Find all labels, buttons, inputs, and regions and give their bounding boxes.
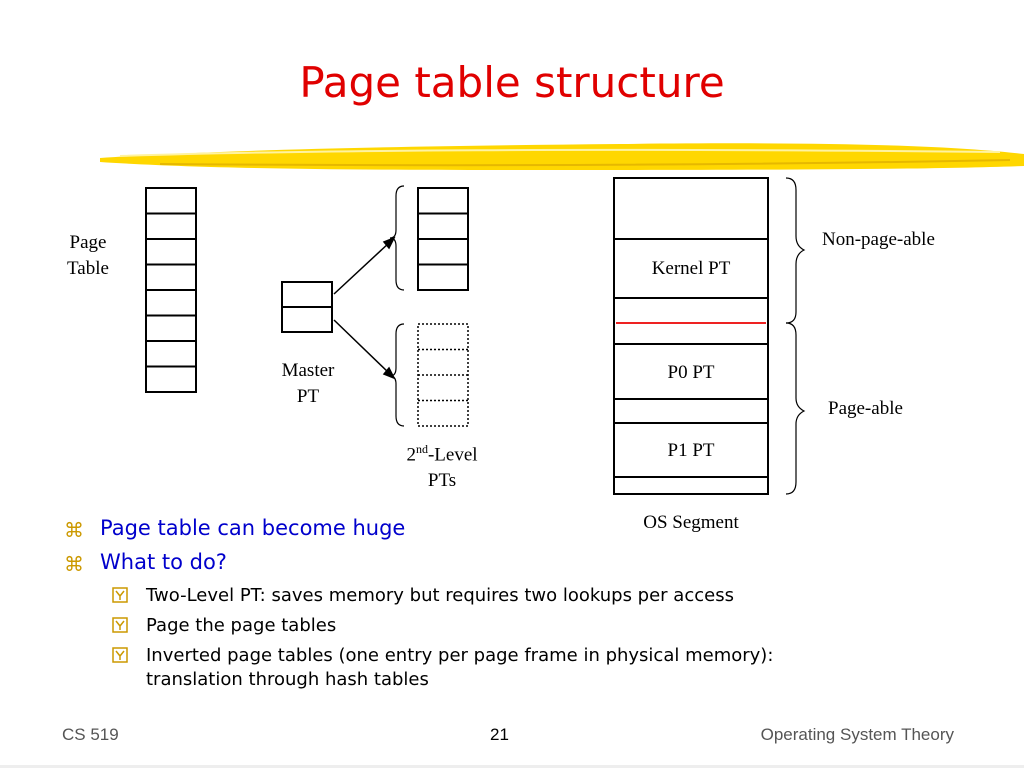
brace-upper-second-level	[389, 185, 405, 291]
brace-pageable	[785, 322, 806, 495]
master-pt-label: Master PT	[281, 360, 335, 407]
brace-lower-second-level	[389, 323, 405, 427]
p0-pt-label: P0 PT	[667, 362, 715, 383]
checkbox-bullet-icon	[112, 647, 128, 663]
sub-bullet-item: Two-Level PT: saves memory but requires …	[112, 584, 773, 608]
master-pt	[281, 281, 333, 333]
second-level-pt-resident	[417, 187, 469, 291]
checkbox-bullet-icon	[112, 587, 128, 603]
footer-page-number: 21	[490, 725, 509, 744]
footer-divider	[0, 765, 1024, 768]
master-pt-arrows	[333, 236, 396, 380]
sub-bullet-item: Page the page tables	[112, 614, 773, 638]
checkbox-bullet-icon	[112, 617, 128, 633]
bullet-item: ⌘ Page table can become huge	[64, 516, 406, 542]
second-level-pts-label: 2nd-Level PTs	[406, 442, 478, 492]
page-table-label: Page Table	[67, 232, 109, 279]
non-pageable-label: Non-page-able	[822, 229, 935, 250]
kernel-pt-label: Kernel PT	[651, 258, 731, 279]
page-table	[145, 187, 197, 393]
p1-pt-label: P1 PT	[667, 440, 715, 461]
bullet-mark-icon: ⌘	[64, 518, 84, 542]
footer-course: CS 519	[62, 725, 119, 744]
bullet-item: ⌘ What to do?	[64, 550, 227, 576]
bullet-list: ⌘ Page table can become huge ⌘ What to d…	[64, 516, 773, 692]
brace-non-pageable	[785, 177, 806, 324]
os-segment-label: OS Segment	[643, 512, 739, 533]
title-underline-stroke	[100, 143, 1024, 170]
second-level-pt-dotted	[417, 323, 469, 427]
os-segment	[613, 177, 769, 495]
footer-course-title: Operating System Theory	[760, 725, 954, 744]
slide-title: Page table structure	[299, 58, 725, 107]
sub-bullet-item: Inverted page tables (one entry per page…	[112, 644, 773, 692]
bullet-mark-icon: ⌘	[64, 552, 84, 576]
pageable-label: Page-able	[828, 398, 903, 419]
